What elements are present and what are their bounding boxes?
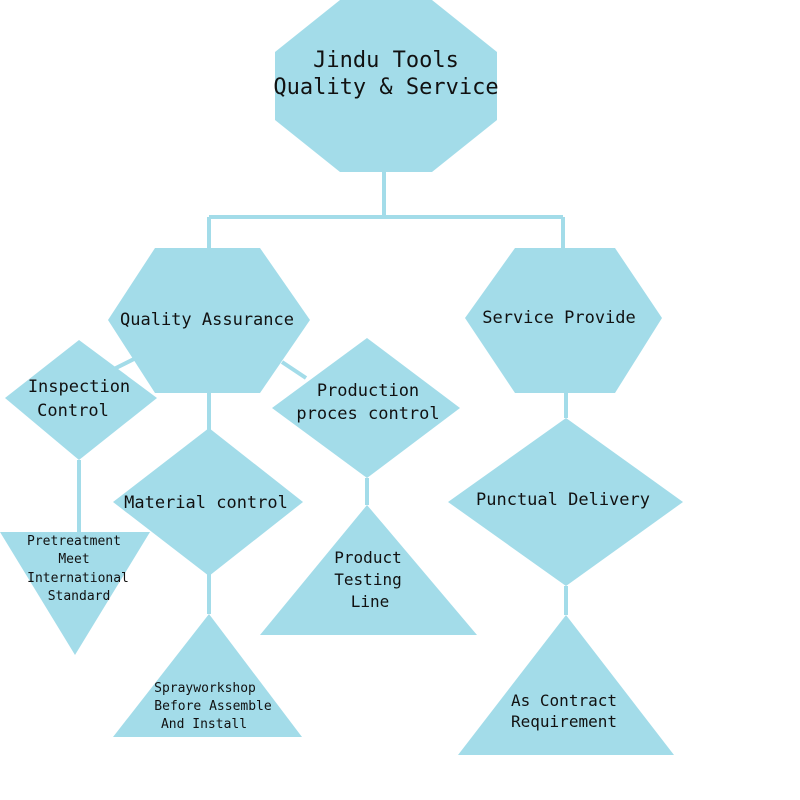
root-title-line1: Jindu Tools bbox=[313, 48, 459, 73]
product-testing-triangle bbox=[260, 505, 477, 635]
spray-label-line3: And Install bbox=[161, 717, 247, 732]
service-provide-label: Service Provide bbox=[482, 308, 636, 328]
contract-requirement-triangle bbox=[458, 615, 674, 755]
contract-label-line1: As Contract bbox=[511, 691, 617, 710]
quality-assurance-hexagon bbox=[108, 248, 310, 393]
spray-label-line1: Sprayworkshop bbox=[154, 681, 256, 696]
pretreatment-label-line4: Standard bbox=[48, 589, 111, 604]
production-control-diamond bbox=[272, 338, 460, 478]
production-label-line2: proces control bbox=[296, 404, 439, 424]
inspection-control-diamond bbox=[5, 340, 157, 460]
testing-label-line3: Line bbox=[351, 592, 390, 611]
sprayworkshop-triangle bbox=[113, 614, 302, 737]
connectors bbox=[77, 170, 568, 615]
pretreatment-label-line2: Meet bbox=[58, 552, 89, 567]
testing-label-line1: Product bbox=[334, 548, 401, 567]
inspection-label-line1: Inspection bbox=[28, 377, 130, 397]
root-title-line2: Quality & Service bbox=[273, 75, 498, 100]
material-control-diamond bbox=[113, 428, 303, 576]
spray-label-line2: Before Assemble bbox=[154, 699, 272, 714]
testing-label-line2: Testing bbox=[334, 570, 401, 589]
pretreatment-triangle bbox=[0, 532, 150, 655]
service-provide-hexagon bbox=[465, 248, 662, 393]
production-label-line1: Production bbox=[317, 381, 419, 401]
punctual-delivery-label: Punctual Delivery bbox=[476, 490, 650, 510]
inspection-label-line2: Control bbox=[37, 401, 109, 421]
pretreatment-label-line3: International bbox=[27, 571, 129, 586]
pretreatment-label-line1: Pretreatment bbox=[27, 534, 121, 549]
punctual-delivery-diamond bbox=[448, 418, 683, 586]
material-control-label: Material control bbox=[124, 493, 288, 513]
contract-label-line2: Requirement bbox=[511, 712, 617, 731]
quality-assurance-label: Quality Assurance bbox=[120, 310, 294, 330]
root-octagon bbox=[275, 0, 497, 172]
connector-quality-production bbox=[280, 360, 308, 380]
